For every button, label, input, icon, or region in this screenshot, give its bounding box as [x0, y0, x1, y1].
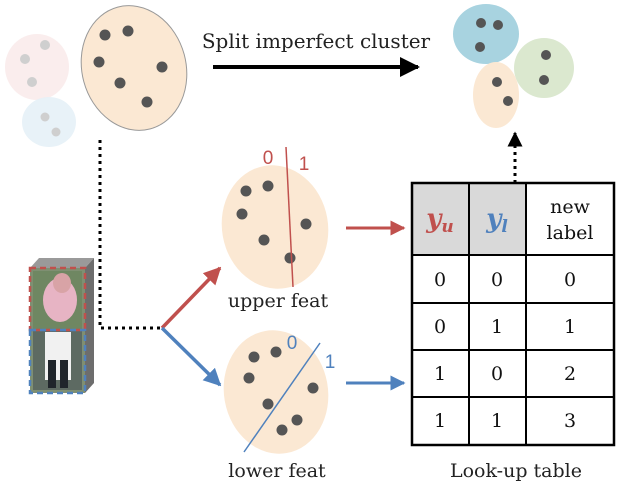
table-cell: 0	[434, 316, 446, 338]
person-image	[28, 258, 94, 395]
lower-branch-arrow	[160, 326, 222, 387]
table-cell: 2	[564, 363, 576, 385]
split-arrow-label: Split imperfect cluster	[202, 29, 431, 53]
result-cluster-orange	[473, 62, 519, 128]
lower-feat-label: lower feat	[228, 460, 326, 482]
lower-split-0: 0	[287, 333, 298, 354]
upper-feat-cluster	[221, 146, 329, 289]
upper-branch-arrow	[160, 266, 222, 330]
header-new-label-1: new	[550, 196, 590, 218]
header-new-label-2: label	[547, 222, 594, 244]
table-cell: 1	[491, 410, 503, 432]
dotted-connector-left	[98, 140, 162, 330]
table-cell: 0	[434, 269, 446, 291]
upper-split-1: 1	[299, 154, 310, 175]
header-yu: yu	[425, 204, 453, 237]
header-yl: yl	[485, 204, 508, 237]
upper-split-line	[285, 146, 294, 288]
lookup-table: yu yl new label 0 0 0 0 1 1 1 0 2 1 1 3	[410, 181, 616, 447]
table-cell: 1	[491, 316, 503, 338]
table-cell: 1	[434, 363, 446, 385]
table-cell: 0	[491, 363, 503, 385]
table-cell: 0	[564, 269, 576, 291]
table-cell: 0	[491, 269, 503, 291]
table-cell: 3	[564, 410, 576, 432]
imperfect-cluster	[80, 5, 188, 131]
table-cell: 1	[564, 316, 576, 338]
lower-feat-cluster	[223, 330, 329, 454]
lower-split-1: 1	[325, 352, 336, 373]
result-cluster-blue	[453, 4, 519, 64]
upper-feat-label: upper feat	[228, 290, 329, 312]
table-caption: Look-up table	[450, 460, 582, 482]
table-cell: 1	[434, 410, 446, 432]
faded-cluster-blue	[22, 97, 76, 147]
upper-split-0: 0	[263, 148, 274, 169]
lower-split-line	[243, 342, 321, 453]
result-cluster-green	[514, 38, 574, 98]
faded-cluster-pink	[5, 34, 69, 100]
